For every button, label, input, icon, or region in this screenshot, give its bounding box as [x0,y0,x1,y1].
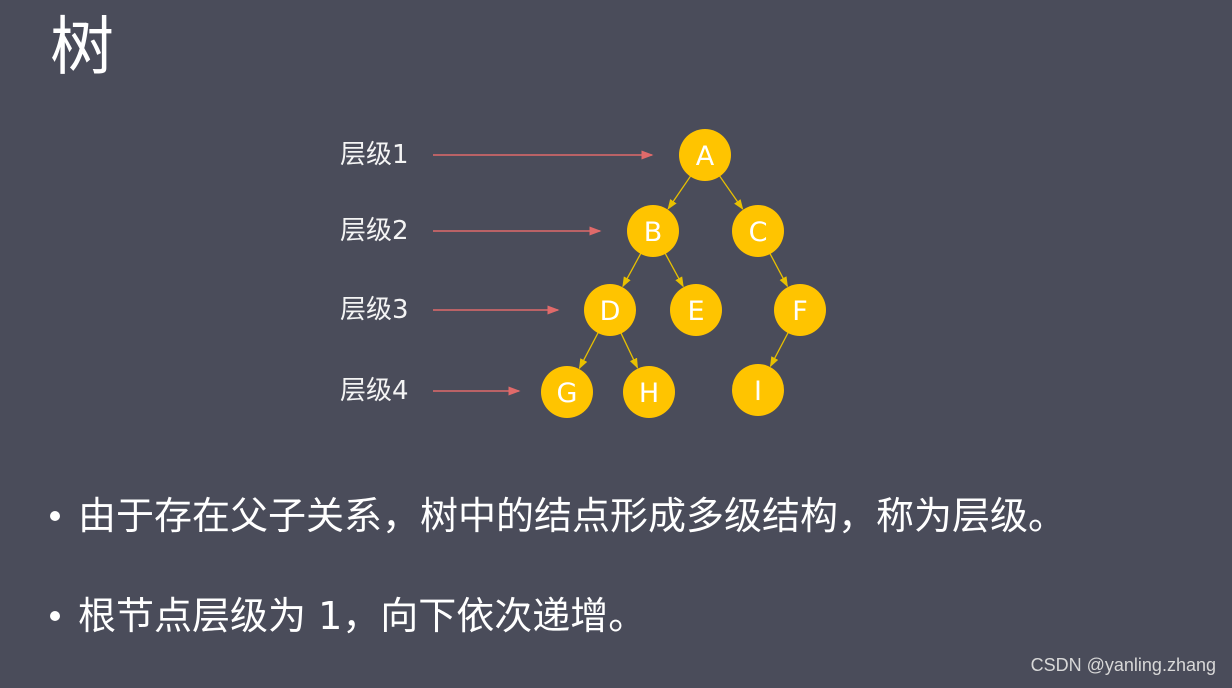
tree-node-H: H [623,366,675,418]
node-circle [732,205,784,257]
tree-node-B: B [627,205,679,257]
level-arrows [433,150,654,396]
node-circle [732,364,784,416]
node-circle [774,284,826,336]
edge-F-I [769,330,790,368]
node-label: D [600,296,621,327]
tree-node-I: I [732,364,784,416]
bullet-item: 根节点层级为 1，向下依次递增。 [50,588,1066,644]
node-circle [541,366,593,418]
bullet-text: 由于存在父子关系，树中的结点形成多级结构，称为层级。 [78,494,1067,538]
node-label: I [754,376,762,407]
bullet-dot-icon [50,611,60,621]
bullet-text: 根节点层级为 1，向下依次递增。 [78,594,647,638]
watermark: CSDN @yanling.zhang [1030,655,1216,675]
bullet-list: 由于存在父子关系，树中的结点形成多级结构，称为层级。 根节点层级为 1，向下依次… [50,488,1066,688]
node-label: G [557,378,578,409]
node-label: B [644,217,663,248]
node-label: A [696,141,715,172]
edge-A-B [667,174,692,210]
tree-node-C: C [732,205,784,257]
level-label-2: 层级2 [340,216,409,246]
node-label: E [687,296,704,327]
bullet-item: 由于存在父子关系，树中的结点形成多级结构，称为层级。 [50,488,1066,544]
tree-node-F: F [774,284,826,336]
level-label-4: 层级4 [340,376,409,406]
node-label: C [749,217,768,248]
level-label-1: 层级1 [340,140,409,170]
tree-node-D: D [584,284,636,336]
tree-nodes: A B C D E F G H I [541,129,826,418]
tree-node-E: E [670,284,722,336]
edge-C-F [768,251,788,288]
node-circle [627,205,679,257]
tree-node-G: G [541,366,593,418]
node-circle [584,284,636,336]
edge-A-C [718,174,744,210]
level-label-3: 层级3 [340,295,409,325]
edge-D-H [619,331,638,369]
edge-D-G [578,330,600,370]
edge-B-D [622,251,643,288]
edge-B-E [663,251,684,288]
tree-edges [578,174,790,370]
node-label: F [792,296,808,327]
node-circle [670,284,722,336]
slide-title: 树 [50,11,114,85]
bullet-dot-icon [50,511,60,521]
node-circle [679,129,731,181]
node-circle [623,366,675,418]
node-label: H [639,378,659,409]
tree-node-A: A [679,129,731,181]
